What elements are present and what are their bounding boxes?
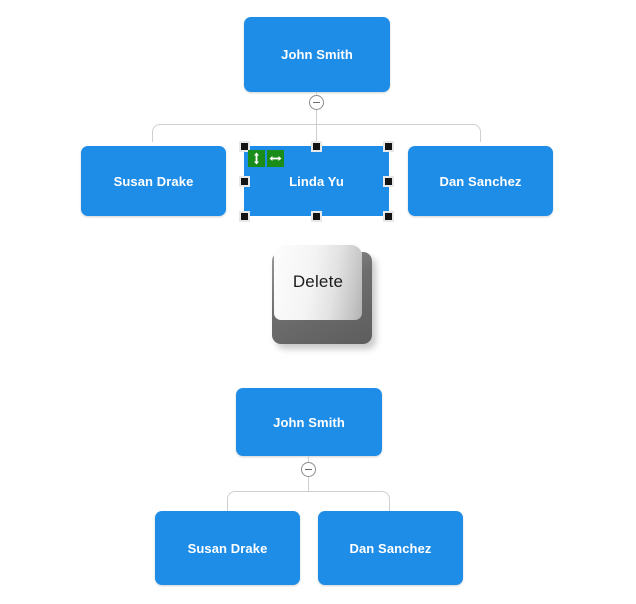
node-label: John Smith — [273, 414, 345, 430]
node-root-john-smith[interactable]: John Smith — [244, 17, 390, 92]
resize-horizontal-icon[interactable] — [267, 150, 284, 167]
delete-key-cap: Delete — [274, 244, 362, 320]
collapse-toggle-after-root[interactable] — [301, 462, 316, 477]
node-label: Linda Yu — [289, 173, 344, 189]
node-label: Susan Drake — [187, 540, 268, 556]
node-label: John Smith — [281, 47, 353, 62]
connector-after-elbow-right — [308, 491, 390, 511]
selection-handle-bottom-center[interactable] — [311, 211, 322, 222]
resize-vertical-icon[interactable] — [248, 150, 265, 167]
node-after-root-john-smith[interactable]: John Smith — [236, 388, 382, 456]
selection-handle-top-right[interactable] — [383, 141, 394, 152]
connector-center-drop — [316, 124, 317, 146]
selection-handle-middle-right[interactable] — [383, 176, 394, 187]
delete-key-label: Delete — [292, 272, 344, 291]
connector-after-toggle-stem — [308, 477, 309, 491]
connector-elbow-right — [316, 124, 481, 142]
node-child-linda-yu[interactable]: Linda Yu — [244, 146, 389, 216]
selection-handle-bottom-left[interactable] — [239, 211, 250, 222]
node-label: Dan Sanchez — [439, 173, 522, 189]
connector-after-root-stem — [308, 456, 309, 465]
delete-key-graphic: Delete — [268, 238, 378, 348]
collapse-toggle-root[interactable] — [309, 95, 324, 110]
node-child-dan-sanchez[interactable]: Dan Sanchez — [408, 146, 553, 216]
connector-toggle-stem — [316, 110, 317, 124]
node-label: Susan Drake — [113, 173, 194, 189]
selection-handle-bottom-right[interactable] — [383, 211, 394, 222]
selection-handle-middle-left[interactable] — [239, 176, 250, 187]
selection-handle-top-center[interactable] — [311, 141, 322, 152]
node-after-child-susan-drake[interactable]: Susan Drake — [155, 511, 300, 585]
node-label: Dan Sanchez — [349, 540, 432, 556]
selection-handle-top-left[interactable] — [239, 141, 250, 152]
node-after-child-dan-sanchez[interactable]: Dan Sanchez — [318, 511, 463, 585]
connector-elbow-left — [152, 124, 317, 142]
connector-after-elbow-left — [227, 491, 309, 511]
node-child-susan-drake[interactable]: Susan Drake — [81, 146, 226, 216]
